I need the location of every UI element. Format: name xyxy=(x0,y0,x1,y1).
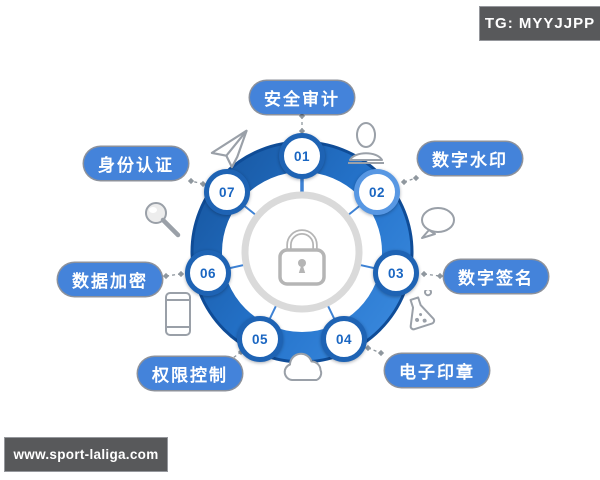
label-data-encryption: 数据加密 xyxy=(58,263,162,296)
cloud-icon xyxy=(283,352,323,381)
feature-node-7: 07 xyxy=(204,169,250,215)
label-electronic-seal: 电子印章 xyxy=(385,354,489,387)
feature-node-3: 03 xyxy=(373,250,419,296)
magnifier-icon xyxy=(145,202,181,238)
lock-icon xyxy=(278,229,326,286)
feature-node-6: 06 xyxy=(185,250,231,296)
paper-plane-icon xyxy=(210,129,248,169)
label-security-audit: 安全审计 xyxy=(250,81,354,114)
smartphone-icon xyxy=(165,292,191,336)
speech-bubble-icon xyxy=(421,207,455,239)
person-icon xyxy=(348,122,384,164)
label-permission-control: 权限控制 xyxy=(138,357,242,390)
label-identity-authentication: 身份认证 xyxy=(84,147,188,180)
feature-node-2: 02 xyxy=(354,169,400,215)
label-digital-watermark: 数字水印 xyxy=(418,142,522,175)
feature-node-5: 05 xyxy=(237,316,283,362)
feature-node-1: 01 xyxy=(279,133,325,179)
website-watermark-badge: www.sport-laliga.com xyxy=(5,438,167,471)
label-digital-signature: 数字签名 xyxy=(444,260,548,293)
flask-icon xyxy=(409,290,436,331)
feature-node-4: 04 xyxy=(321,316,367,362)
telegram-watermark-badge: TG: MYYJJPP xyxy=(480,7,600,40)
